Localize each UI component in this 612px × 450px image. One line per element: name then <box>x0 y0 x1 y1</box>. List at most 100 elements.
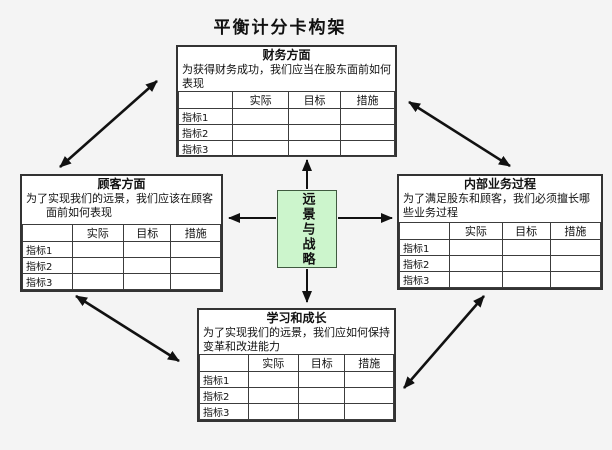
table-row: 指标3 <box>178 140 396 157</box>
table-header-row: 实际 目标 措施 <box>398 222 602 240</box>
row-label-column-header <box>22 224 73 242</box>
empty-cell <box>297 387 346 404</box>
internal-table-slot: 实际 目标 措施 指标1 指标2 指标3 <box>398 222 602 288</box>
table-row: 指标3 <box>22 273 221 290</box>
description-line: 为了满足股东和顾客，我们必须擅长哪 <box>403 192 590 205</box>
empty-cell <box>549 271 602 288</box>
empty-cell <box>344 371 394 388</box>
vision-strategy-label: 远景与战略 <box>299 191 315 267</box>
description-line: 为了实现我们的远景，我们应如何保持 <box>203 326 390 339</box>
arrow-financial-internal <box>408 100 511 168</box>
empty-cell <box>339 124 396 141</box>
customer-description: 为了实现我们的远景，我们应该在顾客 面前如何表现 <box>22 192 221 220</box>
measures-column-header: 措施 <box>344 354 394 372</box>
indicator-3-label: 指标3 <box>178 140 233 157</box>
scorecard-table: 实际 目标 措施 指标1 指标2 指标3 <box>199 354 394 420</box>
financial-table-slot: 实际 目标 措施 指标1 指标2 指标3 <box>178 91 396 157</box>
arrow-customer-learning <box>75 294 180 363</box>
empty-cell <box>247 371 299 388</box>
actual-column-header: 实际 <box>449 222 503 240</box>
customer-perspective-box: 顾客方面 为了实现我们的远景，我们应该在顾客 面前如何表现 实际 目标 措施 指… <box>20 174 223 292</box>
empty-cell <box>449 271 503 288</box>
page-title: 平衡计分卡构架 <box>213 18 347 38</box>
indicator-1-label: 指标1 <box>398 239 451 256</box>
empty-cell <box>549 255 602 272</box>
indicator-3-label: 指标3 <box>398 271 451 288</box>
table-row: 指标2 <box>22 257 221 274</box>
description-line: 些业务过程 <box>403 206 458 219</box>
description-line: 面前如何表现 <box>46 206 112 219</box>
empty-cell <box>231 124 290 141</box>
financial-perspective-box: 财务方面 为获得财务成功，我们应当在股东面前如何 表现 实际 目标 措施 指标1 <box>176 45 397 157</box>
empty-cell <box>170 257 221 274</box>
indicator-3-label: 指标3 <box>199 403 249 420</box>
table-row: 指标1 <box>199 371 394 388</box>
indicator-1-label: 指标1 <box>22 241 73 258</box>
empty-cell <box>449 239 503 256</box>
empty-cell <box>344 403 394 420</box>
internal-process-box: 内部业务过程 为了满足股东和顾客，我们必须擅长哪 些业务过程 实际 目标 措施 … <box>397 174 603 290</box>
target-column-header: 目标 <box>297 354 346 372</box>
customer-title: 顾客方面 <box>97 177 146 191</box>
indicator-2-label: 指标2 <box>22 257 73 274</box>
empty-cell <box>339 140 396 157</box>
actual-column-header: 实际 <box>247 354 299 372</box>
scorecard-table: 实际 目标 措施 指标1 指标2 指标3 <box>22 224 221 290</box>
empty-cell <box>71 273 124 290</box>
empty-cell <box>231 108 290 125</box>
table-row: 指标1 <box>178 108 396 125</box>
table-row: 指标1 <box>22 241 221 258</box>
arrow-learning-internal <box>403 295 485 389</box>
empty-cell <box>449 255 503 272</box>
empty-cell <box>122 241 172 258</box>
empty-cell <box>501 239 551 256</box>
empty-cell <box>288 124 341 141</box>
learning-growth-box: 学习和成长 为了实现我们的远景，我们应如何保持 变革和改进能力 实际 目标 措施… <box>197 308 396 422</box>
internal-description: 为了满足股东和顾客，我们必须擅长哪 些业务过程 <box>399 192 601 220</box>
table-row: 指标2 <box>199 387 394 404</box>
arrow-customer-financial <box>59 80 158 168</box>
empty-cell <box>247 387 299 404</box>
target-column-header: 目标 <box>288 91 341 109</box>
customer-table-slot: 实际 目标 措施 指标1 指标2 指标3 <box>22 224 221 290</box>
table-header-row: 实际 目标 措施 <box>22 224 221 242</box>
indicator-2-label: 指标2 <box>199 387 249 404</box>
empty-cell <box>297 403 346 420</box>
empty-cell <box>170 241 221 258</box>
table-row: 指标2 <box>178 124 396 141</box>
empty-cell <box>501 255 551 272</box>
empty-cell <box>247 403 299 420</box>
indicator-2-label: 指标2 <box>178 124 233 141</box>
scorecard-table: 实际 目标 措施 指标1 指标2 指标3 <box>178 91 396 157</box>
empty-cell <box>170 273 221 290</box>
scorecard-table: 实际 目标 措施 指标1 指标2 指标3 <box>398 222 602 288</box>
measures-column-header: 措施 <box>339 91 396 109</box>
measures-column-header: 措施 <box>170 224 221 242</box>
empty-cell <box>122 257 172 274</box>
actual-column-header: 实际 <box>231 91 290 109</box>
empty-cell <box>71 241 124 258</box>
empty-cell <box>288 108 341 125</box>
table-row: 指标2 <box>398 255 602 272</box>
vision-strategy-box: 远景与战略 <box>277 190 337 268</box>
empty-cell <box>288 140 341 157</box>
empty-cell <box>122 273 172 290</box>
empty-cell <box>297 371 346 388</box>
empty-cell <box>71 257 124 274</box>
actual-column-header: 实际 <box>71 224 124 242</box>
financial-description: 为获得财务成功，我们应当在股东面前如何 表现 <box>178 63 395 91</box>
empty-cell <box>339 108 396 125</box>
financial-title: 财务方面 <box>262 48 311 62</box>
description-line: 为了实现我们的远景，我们应该在顾客 <box>26 192 213 205</box>
row-label-column-header <box>199 354 249 372</box>
empty-cell <box>231 140 290 157</box>
table-row: 指标3 <box>199 403 394 420</box>
measures-column-header: 措施 <box>549 222 602 240</box>
description-line: 变革和改进能力 <box>203 340 280 353</box>
internal-title: 内部业务过程 <box>463 177 536 191</box>
empty-cell <box>549 239 602 256</box>
indicator-3-label: 指标3 <box>22 273 73 290</box>
table-row: 指标3 <box>398 271 602 288</box>
description-line: 表现 <box>182 77 204 90</box>
